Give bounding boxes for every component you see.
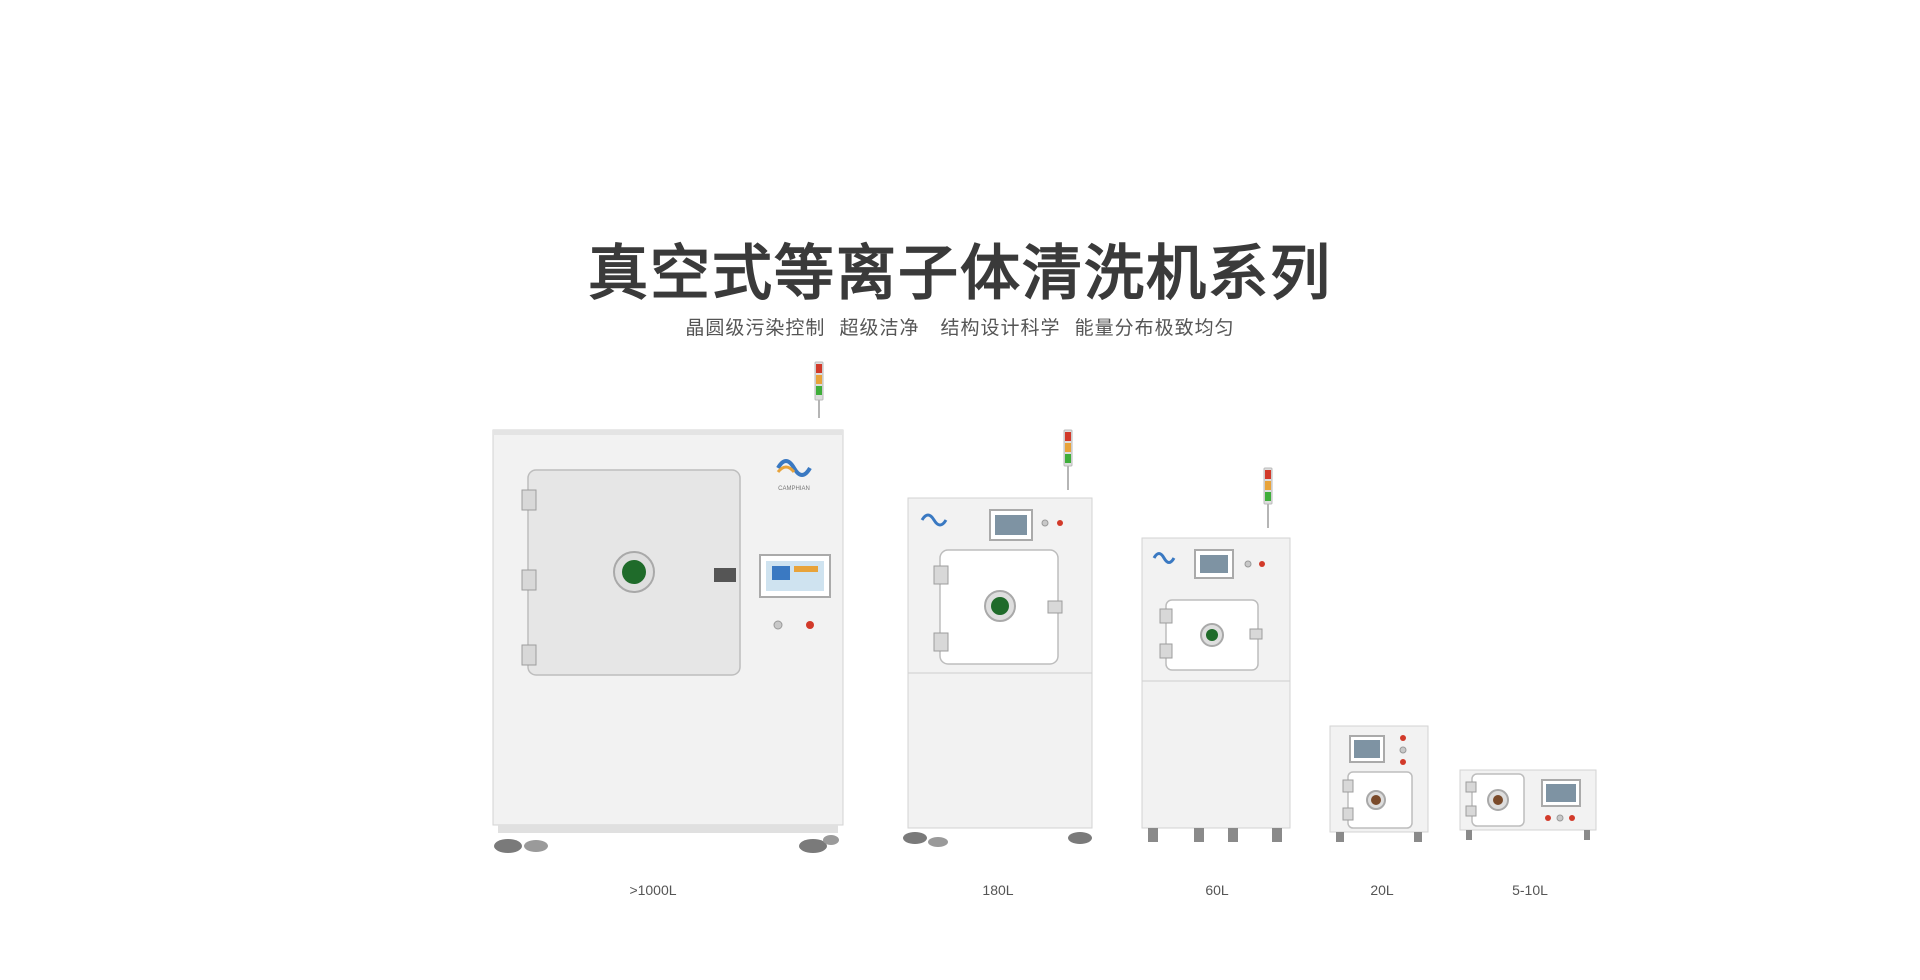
- capacity-label-5-10l: 5-10L: [1512, 882, 1548, 898]
- product-image-5-10l[interactable]: [1458, 768, 1600, 850]
- capacity-label-20l: 20L: [1370, 882, 1394, 898]
- capacity-label-180l: 180L: [982, 882, 1014, 898]
- capacity-label-60l: 60L: [1205, 882, 1229, 898]
- signal-tower-icon: [1263, 467, 1273, 528]
- product-image-1000l[interactable]: CAMPHIAN: [488, 360, 848, 860]
- signal-tower-icon: [1063, 429, 1073, 490]
- page-title: 真空式等离子体清洗机系列: [588, 239, 1332, 310]
- signal-tower-icon: [814, 361, 824, 418]
- product-image-180l[interactable]: [900, 428, 1100, 858]
- camphian-logo-icon: [776, 459, 812, 477]
- product-image-60l[interactable]: [1138, 466, 1298, 856]
- svg-text:CAMPHIAN: CAMPHIAN: [778, 486, 810, 492]
- capacity-label-1000l: >1000L: [629, 882, 677, 898]
- product-image-20l[interactable]: [1328, 724, 1432, 850]
- page-subtitle: 晶圆级污染控制 超级洁净 结构设计科学 能量分布极致均匀: [685, 317, 1235, 339]
